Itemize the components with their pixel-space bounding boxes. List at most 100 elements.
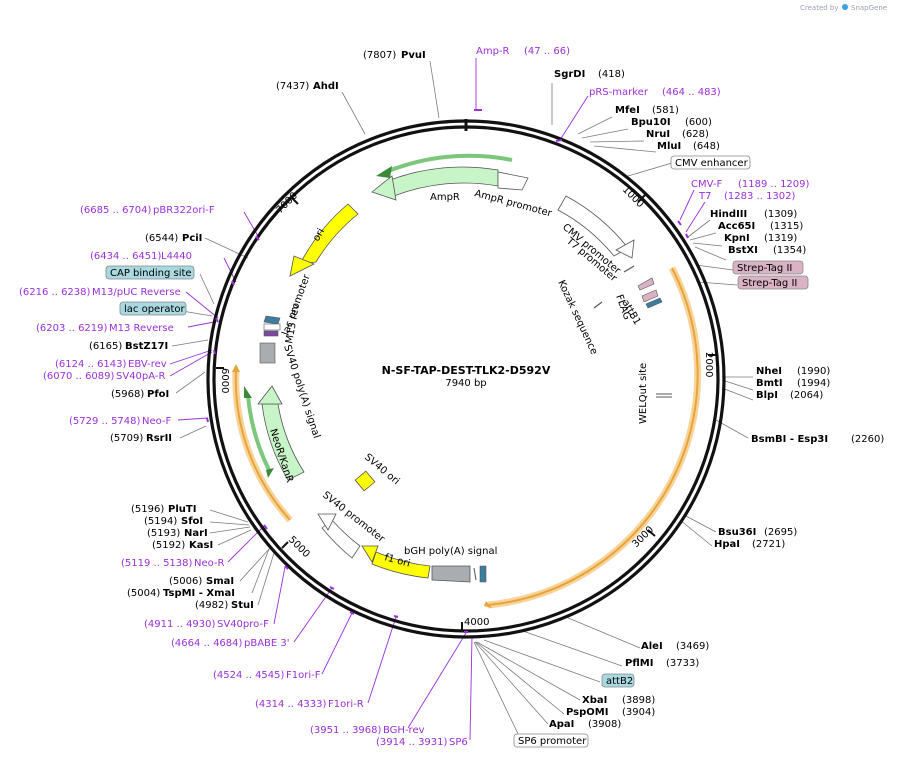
ampr-primer-line — [385, 153, 513, 174]
site-pos: (3469) — [676, 641, 709, 652]
ampr-arrowhead — [371, 175, 397, 201]
site-pos: (5192) — [152, 540, 185, 551]
primer-marks — [206, 109, 689, 633]
site-name: PfoI — [147, 389, 169, 400]
sv40-promoter-arrowhead — [317, 513, 337, 531]
site-pos: (1990) — [797, 366, 830, 377]
primer-name: SP6 — [449, 737, 468, 748]
site-pos: (581) — [652, 105, 679, 116]
site-name: SmaI — [206, 576, 234, 587]
neor-arrowhead — [257, 385, 283, 405]
primer-name: CMV-F — [691, 179, 722, 190]
bgh-polya-feature — [431, 565, 471, 583]
sv40-polya-box — [259, 342, 276, 364]
ampr-line-arrowhead — [376, 166, 392, 178]
site-name: PluTI — [168, 504, 196, 515]
primer-labels: Amp-R (47 .. 66) pRS-marker (464 .. 483)… — [19, 46, 810, 748]
primer-name: M13 Reverse — [109, 323, 174, 334]
site-name: StuI — [231, 600, 254, 611]
label-lac-operator: lac operator — [124, 304, 185, 315]
primer-name: Neo-F — [142, 416, 172, 427]
box-attb2 — [601, 673, 635, 688]
primer-name: SV40pro-F — [217, 619, 269, 630]
site-pos: (1309) — [764, 209, 797, 220]
site-pos: (2064) — [790, 390, 823, 401]
ori-feature — [299, 203, 359, 265]
site-pos: (3904) — [622, 707, 655, 718]
primer-range: (4664 .. 4684) — [171, 638, 243, 649]
site-name: BlpI — [756, 390, 778, 401]
label-strep-tag-1: Strep-Tag II — [737, 263, 792, 274]
sp6-promoter-feature — [473, 567, 477, 581]
ori-arrowhead — [289, 255, 315, 277]
site-pos: (418) — [598, 69, 625, 80]
orange-feature-glow — [487, 266, 702, 609]
site-pos: (3733) — [666, 658, 699, 669]
feature-label-ampr-promoter: AmpR promoter — [473, 188, 553, 219]
site-name: SfoI — [181, 516, 203, 527]
tick-6000: 6000 — [219, 368, 230, 393]
site-pos: (648) — [693, 141, 720, 152]
box-lac-operator — [119, 301, 187, 316]
feature-label-ampr: AmpR — [430, 192, 460, 203]
primer-range: (5729 .. 5748) — [69, 416, 141, 427]
feature-label-m13-rev: M13 rev — [284, 303, 302, 345]
site-name: BstXI — [728, 245, 758, 256]
sv40-ori-feature — [354, 470, 376, 492]
site-name: PspOMI — [566, 707, 608, 718]
primer-name: pBR322ori-F — [153, 205, 215, 216]
primer-range: (4314 .. 4333) — [255, 699, 327, 710]
site-name: PflMI — [625, 658, 653, 669]
neor-primer-line — [246, 395, 272, 473]
primer-name: Neo-R — [194, 558, 225, 569]
restriction-sites: (7807) PvuI SgrDI (418) (7437) AhdI MfeI… — [89, 50, 884, 730]
primer-range: (464 .. 483) — [662, 87, 721, 98]
tick-4000: 4000 — [464, 617, 489, 628]
site-name: Bpu10I — [631, 117, 671, 128]
site-pos: (2695) — [764, 527, 797, 538]
primer-range: (6070 .. 6089) — [43, 371, 115, 382]
primer-name: M13/pUC Reverse — [92, 287, 181, 298]
credit-prefix: Created by — [800, 4, 839, 12]
site-name: NruI — [646, 129, 670, 140]
site-pos: (4982) — [195, 600, 228, 611]
site-pos: (2260) — [851, 434, 884, 445]
orange-feature-left-arrowhead — [232, 364, 240, 372]
tick-5000: 5000 — [286, 534, 312, 560]
primer-range: (6685 .. 6704) — [80, 205, 152, 216]
site-name: PciI — [182, 233, 202, 244]
site-name: NarI — [184, 528, 208, 539]
attb2-feature — [479, 565, 487, 583]
box-cap-binding — [105, 265, 195, 280]
primer-range: (6124 .. 6143) — [55, 359, 127, 370]
primer-name: pBABE 3' — [244, 638, 290, 649]
primer-range: (1189 .. 1209) — [738, 179, 810, 190]
box-strep-tag-1 — [732, 260, 804, 275]
site-pos: (1994) — [797, 378, 830, 389]
site-name: MluI — [657, 141, 681, 152]
site-name: Bsu36I — [718, 527, 756, 538]
neor-line-arrowhead-top — [244, 386, 252, 398]
primer-name: BGH-rev — [383, 725, 425, 736]
ampr-promoter-feature — [497, 171, 529, 191]
site-name: HindIII — [710, 209, 747, 220]
credit-brand: SnapGene — [851, 4, 887, 12]
t7-promoter-feature — [623, 265, 635, 273]
site-pos: (7437) — [276, 81, 309, 92]
site-pos: (1319) — [764, 233, 797, 244]
label-cmv-enhancer: CMV enhancer — [675, 158, 749, 169]
attb1-feature — [645, 297, 663, 309]
site-name: TspMI - XmaI — [163, 588, 235, 599]
primer-name: F1ori-R — [328, 699, 364, 710]
plasmid-name: N-SF-TAP-DEST-TLK2-D592V — [382, 364, 551, 377]
label-cap-binding: CAP binding site — [110, 268, 192, 279]
site-name: XbaI — [582, 695, 607, 706]
primer-range: (6434 .. 6451) — [90, 251, 162, 262]
primer-range: (4524 .. 4545) — [213, 670, 285, 681]
site-name: AleI — [641, 641, 663, 652]
orange-feature — [487, 267, 699, 606]
site-pos: (2721) — [752, 539, 785, 550]
site-name: BmtI — [756, 378, 783, 389]
primer-range: (3914 .. 3931) — [376, 737, 448, 748]
primer-range: (6203 .. 6219) — [36, 323, 108, 334]
